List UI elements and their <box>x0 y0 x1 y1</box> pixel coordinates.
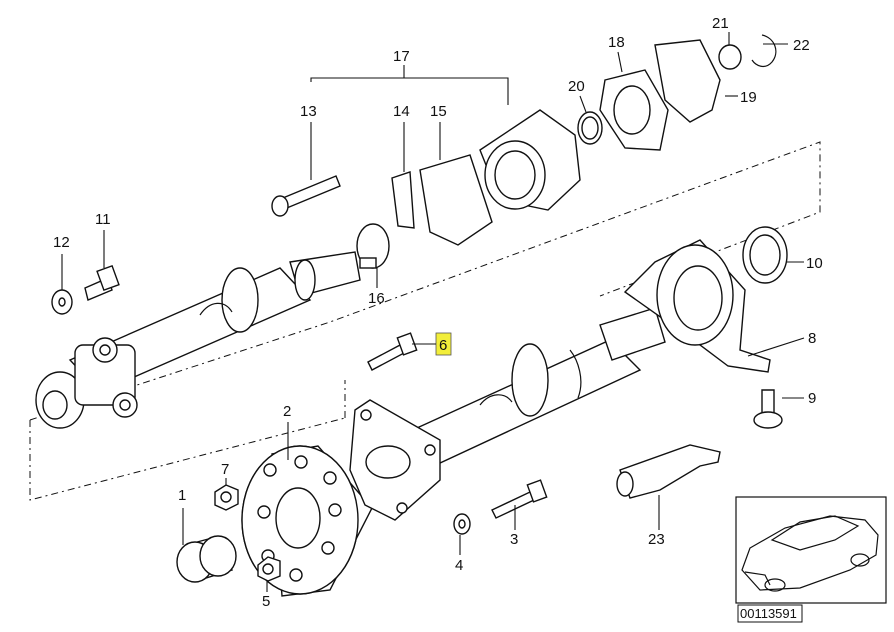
vehicle-thumbnail: 00113591 <box>735 496 887 623</box>
callout-4: 4 <box>455 557 463 574</box>
callout-5: 5 <box>262 593 270 610</box>
callout-18: 18 <box>608 34 625 51</box>
bolt-11-washer-12 <box>51 264 120 315</box>
callout-11: 11 <box>95 211 111 228</box>
callout-14: 14 <box>393 103 410 120</box>
callout-23: 23 <box>648 531 665 548</box>
callout-6: 6 <box>439 337 447 354</box>
callout-16: 16 <box>368 290 385 307</box>
callout-22: 22 <box>793 37 810 54</box>
callout-13: 13 <box>300 103 317 120</box>
callout-8: 8 <box>808 330 816 347</box>
callout-19: 19 <box>740 89 757 106</box>
callout-2: 2 <box>283 403 291 420</box>
callout-9: 9 <box>808 390 816 407</box>
bolt-9 <box>753 389 783 429</box>
callout-17: 17 <box>393 48 410 65</box>
small-fasteners <box>214 332 548 582</box>
callout-12: 12 <box>53 234 70 251</box>
callout-1: 1 <box>178 487 186 504</box>
callout-20: 20 <box>568 78 585 95</box>
flex-disc <box>241 445 373 597</box>
callout-21: 21 <box>712 15 729 32</box>
callout-15: 15 <box>430 103 447 120</box>
callout-3: 3 <box>510 531 518 548</box>
leader-lines <box>61 32 805 592</box>
front-drive-shaft <box>35 251 361 429</box>
rear-drive-shaft <box>393 307 666 471</box>
callout-labels: 1 2 3 4 5 6 7 8 9 10 11 12 13 14 15 16 1… <box>53 15 823 610</box>
callout-10: 10 <box>806 255 823 272</box>
rear-flange <box>349 399 441 521</box>
grease-tube <box>616 444 721 499</box>
center-bearing <box>623 226 788 373</box>
callout-7: 7 <box>221 461 229 478</box>
centering-sleeve <box>176 535 237 583</box>
cv-joint-group <box>271 34 777 269</box>
car-outline-icon <box>741 515 879 592</box>
image-id-label: 00113591 <box>740 606 797 621</box>
